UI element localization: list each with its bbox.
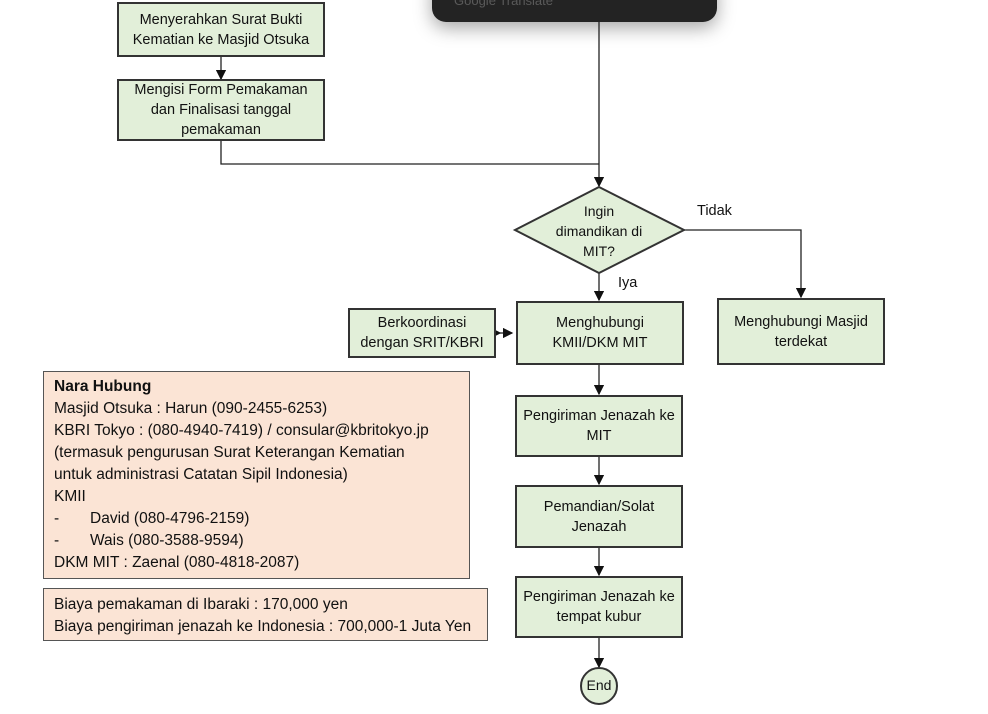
- node-submit-certificate: Menyerahkan Surat Bukti Kematian ke Masj…: [117, 2, 325, 57]
- cost-line: Biaya pemakaman di Ibaraki : 170,000 yen: [54, 596, 348, 613]
- contacts-title: Nara Hubung: [54, 378, 152, 395]
- contact-line: (termasuk pengurusan Surat Keterangan Ke…: [54, 444, 405, 461]
- dash: -: [54, 510, 60, 527]
- node-nearest-mosque: Menghubungi Masjid terdekat: [717, 298, 885, 365]
- contact-line: untuk administrasi Catatan Sipil Indones…: [54, 466, 348, 483]
- edge-2-decision: [220, 141, 599, 165]
- kmii-contact-text: David (080-4796-2159): [90, 510, 250, 527]
- contact-line: Masjid Otsuka : Harun (090-2455-6253): [54, 400, 328, 417]
- end-label: End: [586, 677, 612, 693]
- cost-line: Biaya pengiriman jenazah ke Indonesia : …: [54, 618, 472, 635]
- yes-label: Iya: [618, 275, 638, 291]
- contact-line: KBRI Tokyo : (080-4940-7419) / consular@…: [54, 422, 429, 439]
- contacts-note: Nara Hubung Masjid Otsuka : Harun (090-2…: [43, 371, 470, 579]
- contact-line: DKM MIT : Zaenal (080-4818-2087): [54, 554, 300, 571]
- no-label: Tidak: [697, 203, 732, 219]
- end-circle: [580, 667, 618, 705]
- contact-line: KMII: [54, 488, 86, 505]
- node-coordinate: Berkoordinasi dengan SRIT/KBRI: [348, 308, 496, 358]
- node-bathing: Pemandian/Solat Jenazah: [515, 485, 683, 548]
- kmii-contact-text: Wais (080-3588-9594): [90, 532, 244, 549]
- costs-note: Biaya pemakaman di Ibaraki : 170,000 yen…: [43, 588, 488, 641]
- node-send-grave: Pengiriman Jenazah ke tempat kubur: [515, 576, 683, 638]
- popup-text: Google Translate: [454, 0, 554, 8]
- node-fill-form: Mengisi Form Pemakaman dan Finalisasi ta…: [117, 79, 325, 141]
- edge-no: [684, 229, 807, 299]
- node-contact-kmii: Menghubungi KMII/DKM MIT: [516, 301, 684, 365]
- decision-diamond: [512, 185, 687, 275]
- dash: -: [54, 532, 60, 549]
- google-translate-popup[interactable]: Google Translate: [432, 0, 717, 22]
- decision-text: Ingin dimandikan di MIT?: [555, 203, 643, 259]
- kmii-contact: - Wais (080-3588-9594): [54, 530, 459, 552]
- kmii-contact: - David (080-4796-2159): [54, 508, 459, 530]
- node-send-mit: Pengiriman Jenazah ke MIT: [515, 395, 683, 457]
